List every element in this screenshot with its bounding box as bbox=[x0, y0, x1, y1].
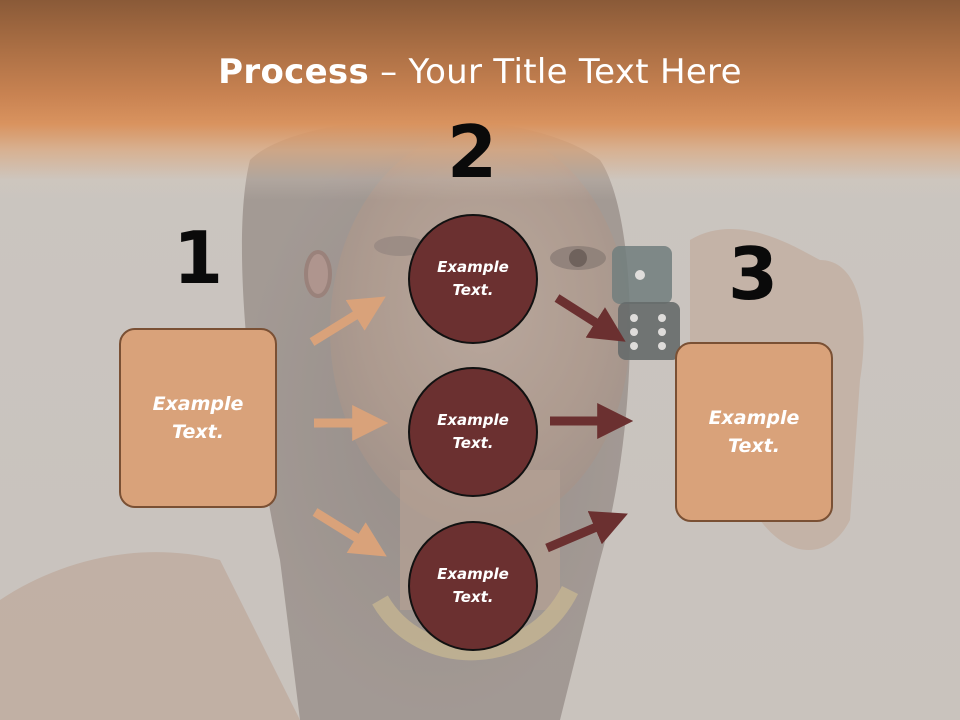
arrow-from-circle-3 bbox=[545, 511, 628, 553]
box-left: Example Text. bbox=[119, 328, 277, 508]
circle-2: Example Text. bbox=[408, 367, 538, 497]
title-rest: – Your Title Text Here bbox=[369, 52, 742, 92]
header-band bbox=[0, 0, 960, 200]
step-number-1: 1 bbox=[172, 216, 224, 300]
circle-1: Example Text. bbox=[408, 214, 538, 344]
circle-3: Example Text. bbox=[408, 521, 538, 651]
arrow-to-circle-3 bbox=[312, 508, 387, 557]
step-number-3: 3 bbox=[727, 232, 779, 316]
step-number-2: 2 bbox=[446, 110, 498, 194]
slide-title: Process – Your Title Text Here bbox=[0, 52, 960, 92]
box-right: Example Text. bbox=[675, 342, 833, 522]
arrow-from-circle-1 bbox=[554, 294, 626, 342]
title-bold: Process bbox=[218, 52, 370, 92]
arrow-to-circle-1 bbox=[309, 296, 386, 346]
